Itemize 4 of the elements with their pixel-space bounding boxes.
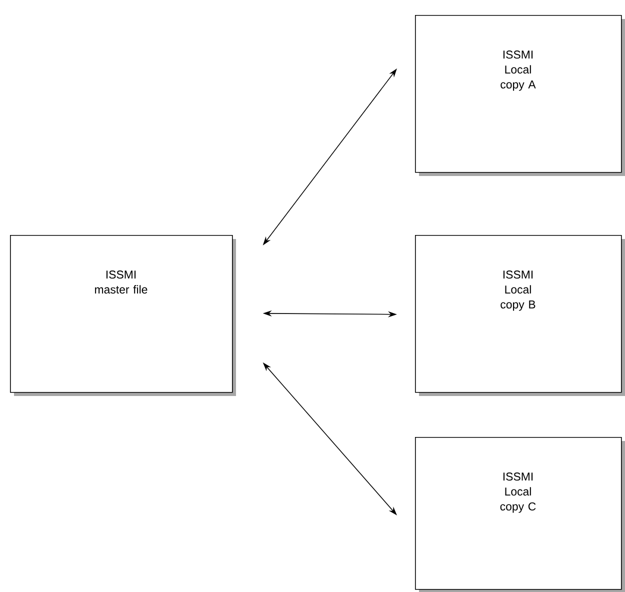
text-box: ISSMI master file	[10, 235, 236, 396]
text-box: ISSMI Local copy C	[415, 437, 625, 592]
text-box: ISSMI Local copy A	[415, 15, 625, 176]
text-box: ISSMI Local copy B	[415, 235, 625, 396]
